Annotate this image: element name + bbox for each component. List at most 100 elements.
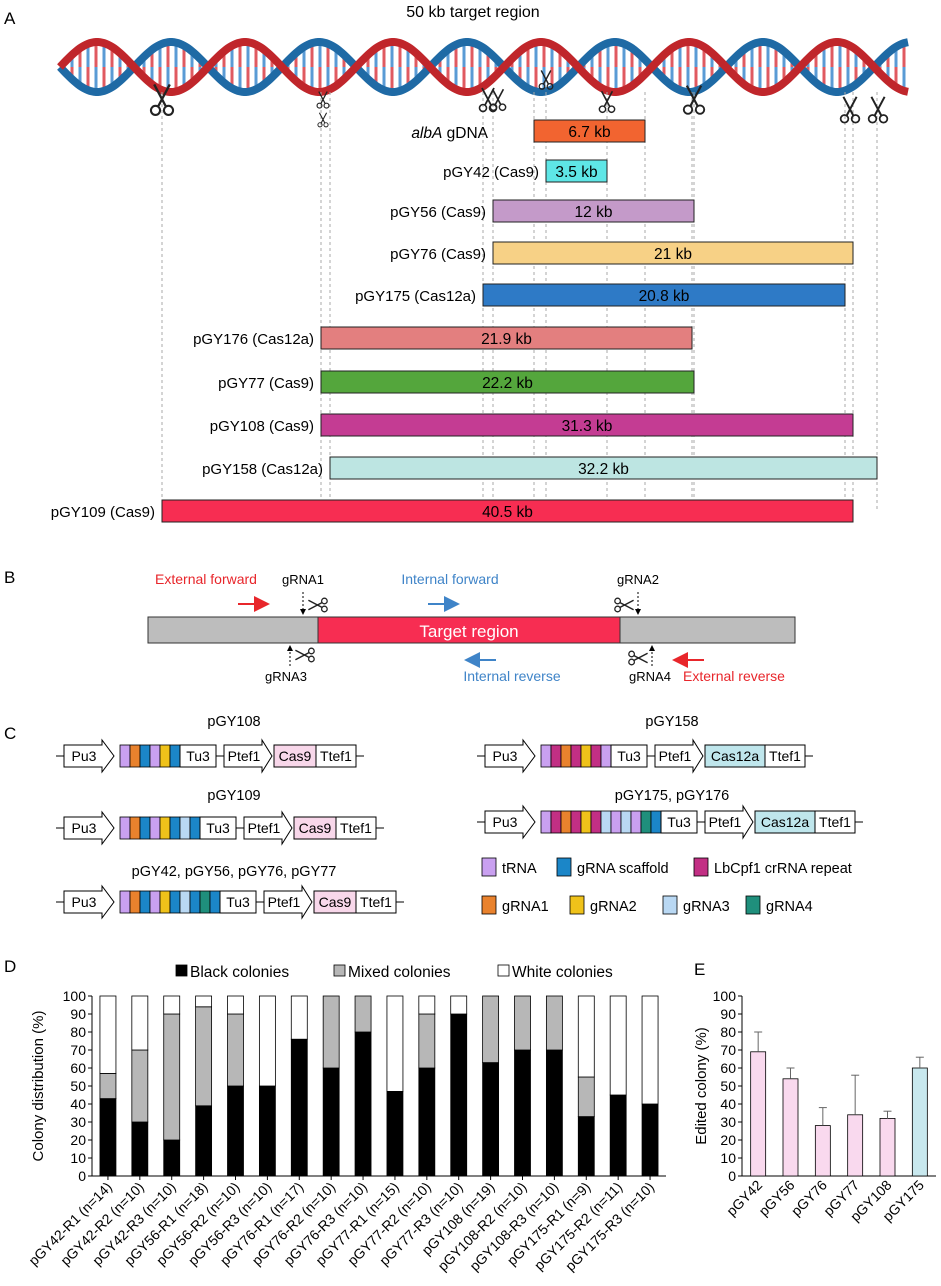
- array-element: [600, 810, 612, 834]
- stacked-bar-segment: [163, 1139, 181, 1177]
- scissors-icon: [317, 112, 329, 128]
- stacked-bar-segment: [577, 995, 595, 1078]
- stacked-bar-segment: [386, 995, 404, 1092]
- array-element: [149, 744, 161, 768]
- legend-label: tRNA: [502, 861, 537, 877]
- panel-a-title: 50 kb target region: [406, 4, 539, 21]
- deletion-size-label: 20.8 kb: [639, 288, 690, 305]
- deletion-bar: [320, 326, 693, 350]
- array-element: [610, 810, 622, 834]
- array-element: [570, 744, 582, 768]
- array-element: [139, 744, 151, 768]
- panel-c-letter: C: [4, 724, 16, 743]
- array-element: [209, 890, 221, 914]
- stacked-bar-segment: [354, 995, 372, 1033]
- y-tick-label: 0: [728, 1168, 736, 1184]
- terminator-label: Tu3: [226, 894, 250, 910]
- stacked-bar-segment: [545, 1049, 563, 1177]
- array-element: [550, 810, 562, 834]
- y-tick-label: 30: [70, 1114, 86, 1130]
- stacked-bar-segment: [482, 1062, 500, 1177]
- panel-a-letter: A: [4, 9, 16, 28]
- legend-swatch: [662, 895, 678, 915]
- cas-gene-label: Cas9: [319, 894, 352, 910]
- array-element: [580, 744, 592, 768]
- stacked-bar-segment: [163, 1013, 181, 1141]
- stacked-bar-segment: [386, 1091, 404, 1177]
- array-element: [189, 816, 201, 840]
- stacked-bar-segment: [418, 1067, 436, 1177]
- cas-gene-label: Cas12a: [761, 814, 809, 830]
- construct-title: pGY158: [645, 714, 698, 730]
- y-tick-label: 100: [63, 988, 87, 1004]
- target-region-label: Target region: [419, 622, 518, 641]
- plasmid-label: pGY108 (Cas9): [210, 418, 314, 435]
- array-element: [560, 810, 572, 834]
- promoter-label: Pu3: [493, 748, 518, 764]
- stacked-bar-segment: [195, 1105, 213, 1177]
- promoter-arrow: [243, 810, 293, 846]
- stacked-bar-segment: [195, 1006, 213, 1107]
- scissors-icon: [614, 597, 635, 613]
- bar: [782, 1078, 799, 1177]
- stacked-bar-segment: [514, 995, 531, 1051]
- y-tick-label: 30: [720, 1114, 736, 1130]
- construct-title: pGY109: [207, 788, 260, 804]
- right-flank: [619, 616, 796, 644]
- stacked-bar-segment: [418, 1013, 436, 1069]
- array-element: [119, 816, 131, 840]
- array-element: [139, 890, 151, 914]
- promoter-label: Ptef1: [228, 748, 261, 764]
- stacked-bar-segment: [641, 1103, 659, 1177]
- stacked-bar-segment: [609, 1094, 627, 1177]
- array-element: [600, 744, 612, 768]
- array-element: [129, 816, 141, 840]
- stacked-bar-segment: [354, 1031, 372, 1177]
- array-element: [199, 890, 211, 914]
- promoter-arrow: [484, 738, 536, 774]
- internal-reverse-label: Internal reverse: [463, 668, 560, 684]
- legend-swatch: [556, 857, 572, 877]
- array-element: [650, 810, 662, 834]
- panel-d-letter: D: [4, 957, 16, 976]
- cas-gene-label: Cas12a: [711, 748, 759, 764]
- plasmid-label: pGY77 (Cas9): [218, 375, 314, 392]
- stacked-bar-segment: [99, 995, 117, 1074]
- deletion-bar: [161, 499, 854, 523]
- array-element: [139, 816, 151, 840]
- array-element: [149, 816, 161, 840]
- array-element: [540, 744, 552, 768]
- promoter-label: Pu3: [72, 894, 97, 910]
- y-tick-label: 0: [78, 1168, 86, 1184]
- y-tick-label: 90: [720, 1006, 736, 1022]
- stacked-bar-segment: [609, 995, 627, 1096]
- y-tick-label: 60: [70, 1060, 86, 1076]
- stacked-bar-segment: [322, 995, 340, 1069]
- promoter-arrow: [704, 804, 754, 840]
- deletion-bar: [320, 413, 854, 437]
- array-element: [590, 810, 602, 834]
- stacked-bar-segment: [131, 1049, 149, 1123]
- deletion-size-label: 22.2 kb: [482, 375, 533, 392]
- stacked-bar-segment: [482, 995, 500, 1063]
- legend-swatch: [569, 895, 585, 915]
- deletion-size-label: 12 kb: [575, 204, 613, 221]
- construct-title: pGY175, pGY176: [615, 788, 729, 804]
- y-tick-label: 10: [720, 1150, 736, 1166]
- legend-swatch: [481, 857, 497, 877]
- stacked-bar-segment: [290, 1038, 308, 1177]
- stacked-bar-segment: [163, 995, 181, 1015]
- scissors-icon: [867, 95, 889, 124]
- cas-gene-label: Cas9: [299, 820, 332, 836]
- y-tick-label: 70: [720, 1042, 736, 1058]
- deletion-bar: [482, 283, 846, 307]
- deletion-size-label: 3.5 kb: [555, 164, 597, 181]
- bar: [814, 1125, 831, 1177]
- deletion-size-label: 21.9 kb: [481, 331, 532, 348]
- array-element: [169, 744, 181, 768]
- legend-swatch: [333, 964, 346, 977]
- deletion-bar: [533, 119, 646, 143]
